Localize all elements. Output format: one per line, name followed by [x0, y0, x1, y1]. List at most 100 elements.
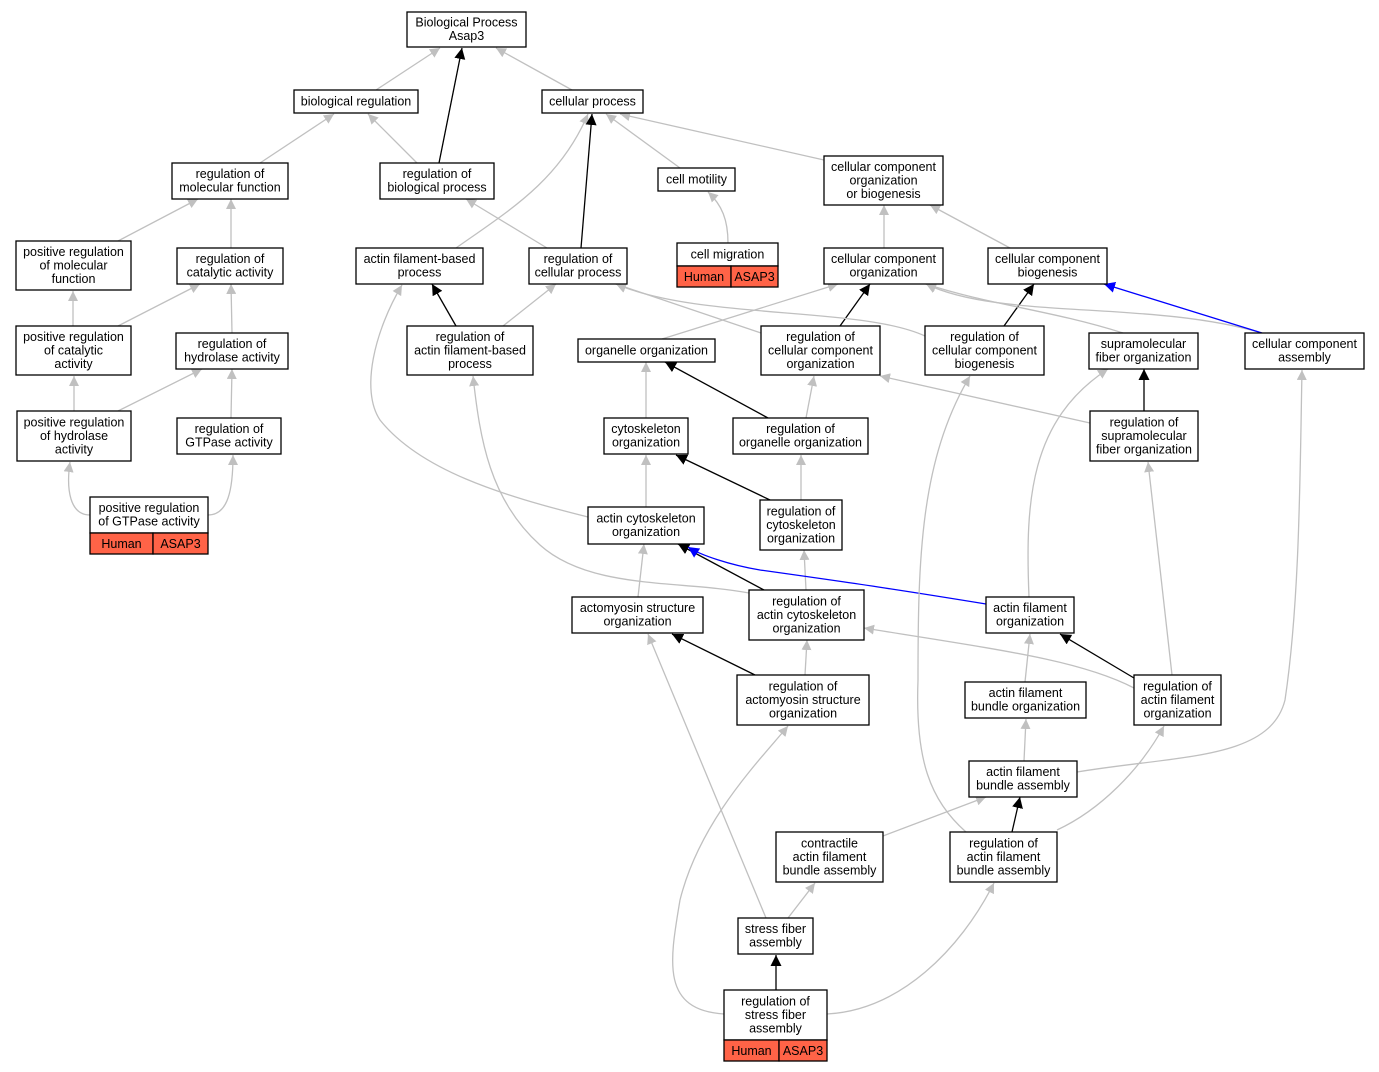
- go-term-cellular-process[interactable]: cellular process: [541, 89, 644, 114]
- edge-cell_motility-to-cellular_process: [605, 113, 681, 169]
- term-box: [775, 831, 884, 883]
- term-label-line: actomyosin structure: [580, 601, 695, 615]
- edge-regulation_of_biological_process-to-root: [438, 47, 466, 164]
- go-term-biological-regulation[interactable]: biological regulation: [293, 89, 419, 114]
- term-label-line: actin filament: [993, 601, 1067, 615]
- term-box: [732, 417, 869, 455]
- edge-reg_actomyosin_structure_org-to-actomyosin_structure_org: [671, 633, 756, 676]
- term-label-line: positive regulation: [24, 415, 125, 429]
- term-label-line: or biogenesis: [846, 187, 920, 201]
- term-box: [175, 332, 289, 370]
- term-label-line: of hydrolase: [40, 429, 108, 443]
- term-label-line: function: [52, 272, 96, 286]
- term-label-line: cellular process: [535, 266, 622, 280]
- edge-reg_cytoskeleton_org-to-cytoskeleton_organization: [675, 454, 771, 501]
- term-label-line: cytoskeleton: [611, 422, 681, 436]
- gene-cell: [730, 265, 779, 288]
- edge-regulation_of_gtpase_activity-to-regulation_of_hydrolase_activity: [226, 368, 237, 419]
- edge-regulation_of_cellular_process-to-regulation_of_biological_process: [465, 198, 548, 249]
- term-label-line: actin filament: [989, 686, 1063, 700]
- term-label-line: regulation of: [436, 330, 505, 344]
- edge-reg_stress_fiber_assembly-to-reg_actomyosin_structure_org: [672, 725, 789, 1015]
- edge-cellular_component_assembly-to-cellular_component_biogenesis: [1103, 282, 1263, 334]
- term-box: [987, 247, 1108, 285]
- edge-cellular_process-to-root: [495, 47, 573, 91]
- edge-reg_afba-to-reg_actin_filament_org: [1056, 725, 1165, 831]
- term-box: [176, 417, 282, 455]
- term-label-line: supramolecular: [1101, 337, 1186, 351]
- term-box: [760, 325, 881, 376]
- term-label-line: actin filament: [793, 850, 867, 864]
- term-label-line: organization: [767, 531, 835, 545]
- term-label-line: regulation of: [969, 836, 1038, 850]
- edge-stress_fiber_assembly-to-contractile_afba: [787, 882, 816, 919]
- term-label-line: assembly: [749, 1021, 803, 1035]
- term-label-line: actin cytoskeleton: [596, 512, 695, 526]
- term-box: [823, 155, 944, 206]
- edge-actin_filament_bundle_org-to-actin_filament_org: [1023, 633, 1034, 683]
- term-box: [657, 167, 736, 192]
- term-label-line: catalytic activity: [187, 266, 275, 280]
- edge-reg_supramolecular_fiber_org-to-reg_ccorg: [879, 373, 1091, 424]
- edge-reg_organelle_org-to-organelle_organization: [664, 361, 769, 419]
- edge-regulation_of_molecular_function-to-biological_regulation: [259, 113, 335, 164]
- term-label-line: cellular component: [932, 343, 1037, 357]
- edge-reg_actin_filament_org-to-reg_supramolecular_fiber_org: [1144, 461, 1173, 676]
- term-label-line: cellular component: [768, 343, 873, 357]
- term-box: [748, 589, 865, 641]
- term-label-line: actin filament: [986, 765, 1060, 779]
- edge-reg_actin_cytoskeleton_org-to-actin_cytoskeleton_org: [677, 543, 765, 591]
- edge-regulation_of_hydrolase_activity-to-regulation_of_catalytic_activity: [226, 283, 237, 334]
- go-term-organelle-organization[interactable]: organelle organization: [577, 338, 716, 363]
- term-label-line: organization: [996, 615, 1064, 629]
- term-box: [528, 247, 628, 285]
- term-box: [737, 917, 814, 955]
- edge-reg_ccbio-to-regulation_of_cellular_process: [615, 283, 926, 337]
- term-box: [171, 162, 289, 200]
- edge-actin_filament_org-to-supramolecular_fiber_org: [1027, 368, 1109, 598]
- term-label-line: organization: [849, 173, 917, 187]
- edge-actomyosin_structure_org-to-actin_cytoskeleton_org: [637, 543, 648, 598]
- go-term-cell-motility[interactable]: cell motility: [657, 167, 736, 192]
- edge-reg_actin_filament_org-to-reg_actin_cytoskeleton_org: [863, 624, 1135, 689]
- species-label: Human: [684, 270, 724, 284]
- go-term-cell-migration[interactable]: cell migration: [676, 242, 779, 267]
